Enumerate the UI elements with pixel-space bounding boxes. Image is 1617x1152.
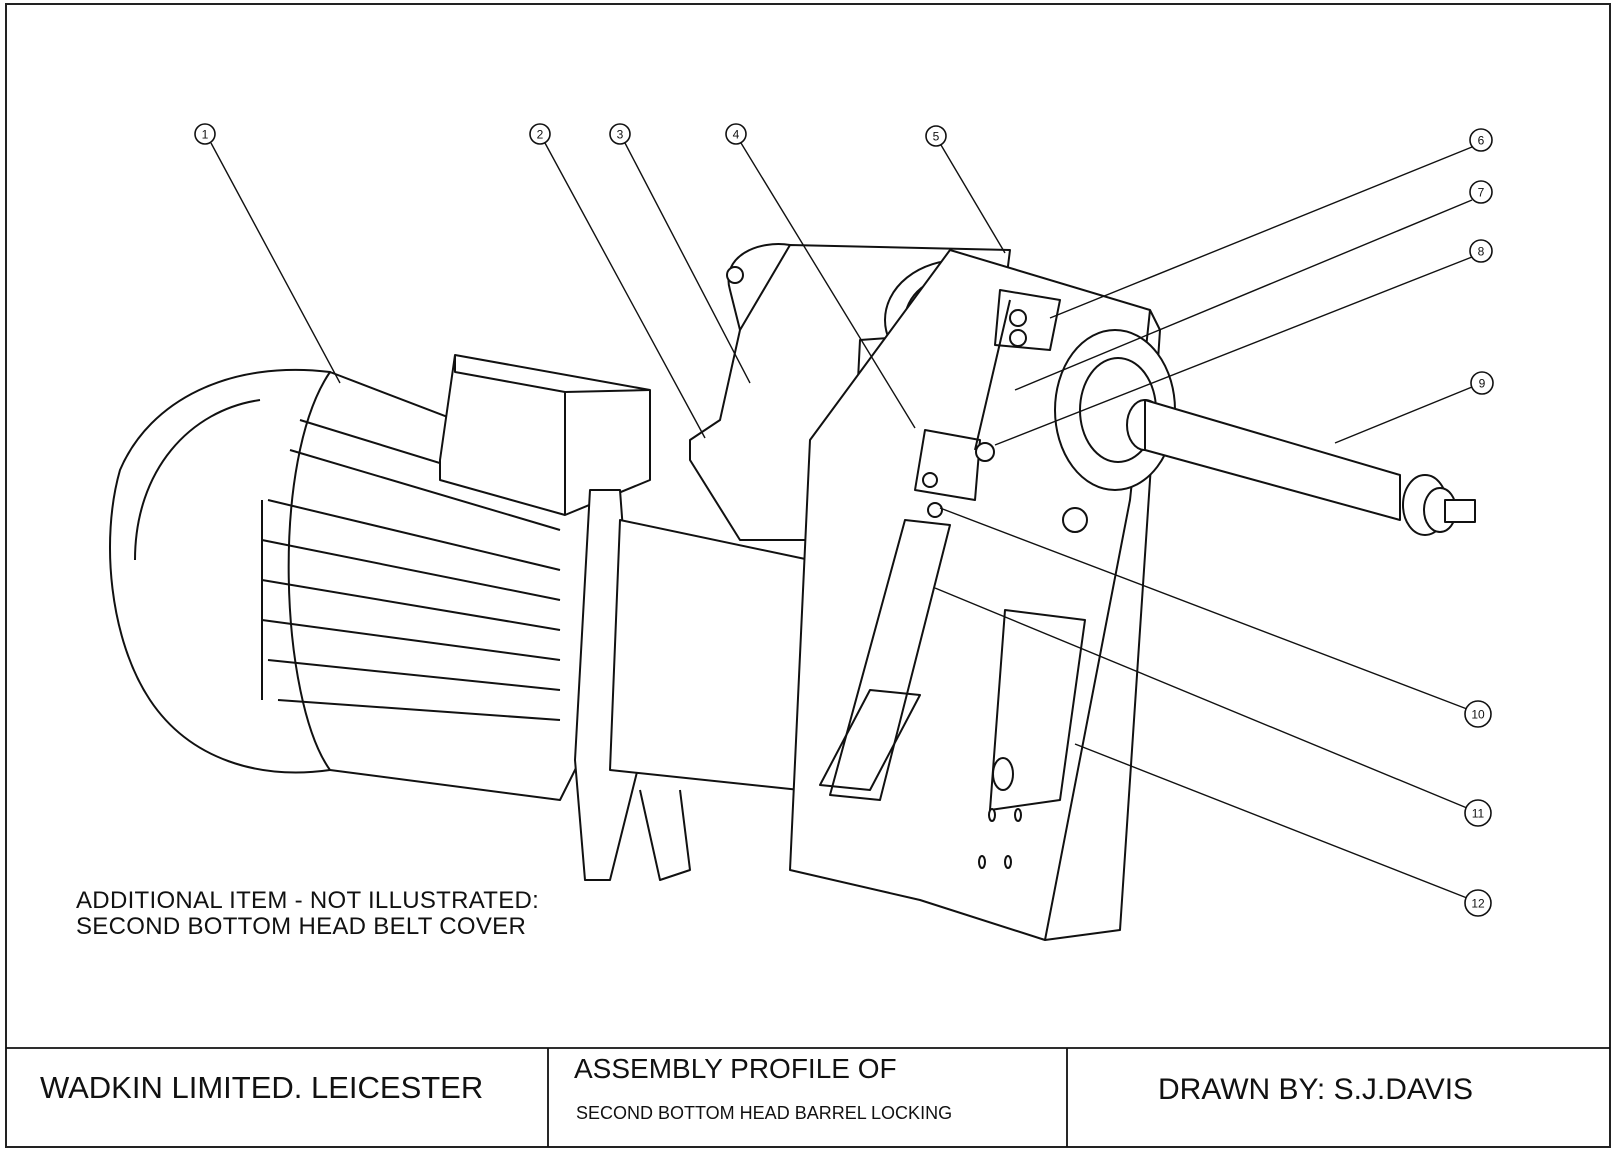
callout-2-label: 2	[537, 128, 544, 142]
callout-11: 11	[1464, 799, 1492, 827]
callout-12: 12	[1464, 889, 1492, 917]
leader-lines	[210, 142, 1473, 899]
callout-3: 3	[609, 123, 631, 145]
sheet-border	[5, 3, 1611, 1148]
additional-item-note: ADDITIONAL ITEM - NOT ILLUSTRATED: SECON…	[76, 888, 539, 940]
callout-3-label: 3	[617, 128, 624, 142]
callout-6-label: 6	[1478, 134, 1485, 148]
callout-8: 8	[1469, 239, 1493, 263]
callout-6: 6	[1469, 128, 1493, 152]
callout-1-label: 1	[202, 128, 209, 142]
callout-1: 1	[194, 123, 216, 145]
callout-10-label: 10	[1471, 708, 1485, 722]
callout-5: 5	[925, 125, 947, 147]
callout-9-label: 9	[1479, 377, 1486, 391]
callout-11-label: 11	[1472, 807, 1485, 821]
assembly-illustration	[109, 243, 1476, 941]
motor-fins	[261, 419, 561, 721]
output-shaft	[1144, 399, 1401, 521]
company-name: WADKIN LIMITED. LEICESTER	[40, 1070, 484, 1105]
title-block-frame	[6, 1047, 1610, 1147]
motor-end-cap	[109, 368, 331, 774]
callout-4-label: 4	[733, 128, 740, 142]
drawn-by: DRAWN BY: S.J.DAVIS	[1158, 1073, 1474, 1106]
callout-12-label: 12	[1471, 897, 1485, 911]
note-line-2: SECOND BOTTOM HEAD BELT COVER	[76, 913, 527, 940]
callout-9: 9	[1470, 371, 1494, 395]
callout-4: 4	[725, 123, 747, 145]
callout-2: 2	[529, 123, 551, 145]
callout-7-label: 7	[1478, 186, 1485, 200]
drawing-title: ASSEMBLY PROFILE OF	[574, 1053, 897, 1084]
note-line-1: ADDITIONAL ITEM - NOT ILLUSTRATED:	[76, 887, 540, 914]
callout-8-label: 8	[1478, 245, 1485, 259]
callout-10: 10	[1464, 700, 1492, 728]
drawing-subtitle: SECOND BOTTOM HEAD BARREL LOCKING	[576, 1103, 953, 1123]
lock-cylinder	[829, 519, 951, 801]
callout-7: 7	[1469, 180, 1493, 204]
callout-5-label: 5	[933, 130, 940, 144]
callouts: 1 2 3 4 5 6 7 8 9 10 11 12	[194, 123, 1494, 917]
